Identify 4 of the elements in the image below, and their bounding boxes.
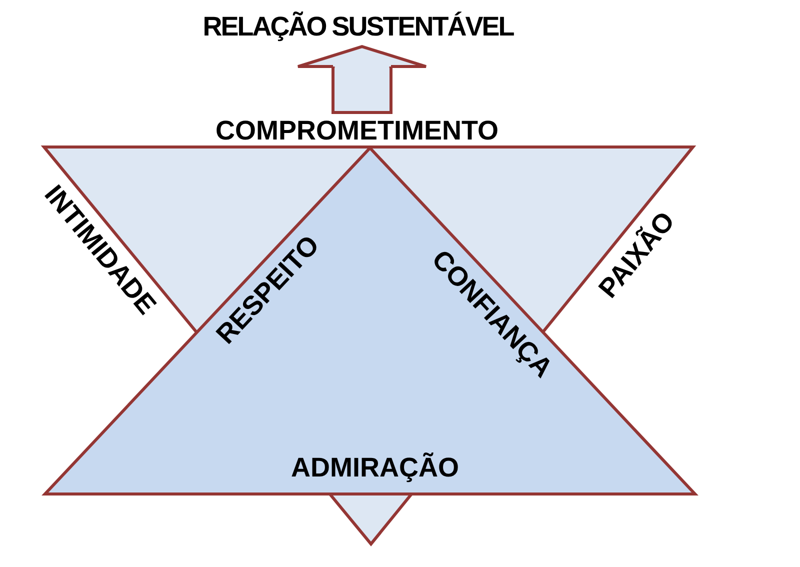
block-arrow bbox=[296, 45, 428, 114]
heading-text: RELAÇÃO SUSTENTÁVEL bbox=[202, 10, 514, 44]
side-label: COMPROMETIMENTO bbox=[216, 114, 498, 148]
side-label: ADMIRAÇÃO bbox=[291, 454, 459, 482]
